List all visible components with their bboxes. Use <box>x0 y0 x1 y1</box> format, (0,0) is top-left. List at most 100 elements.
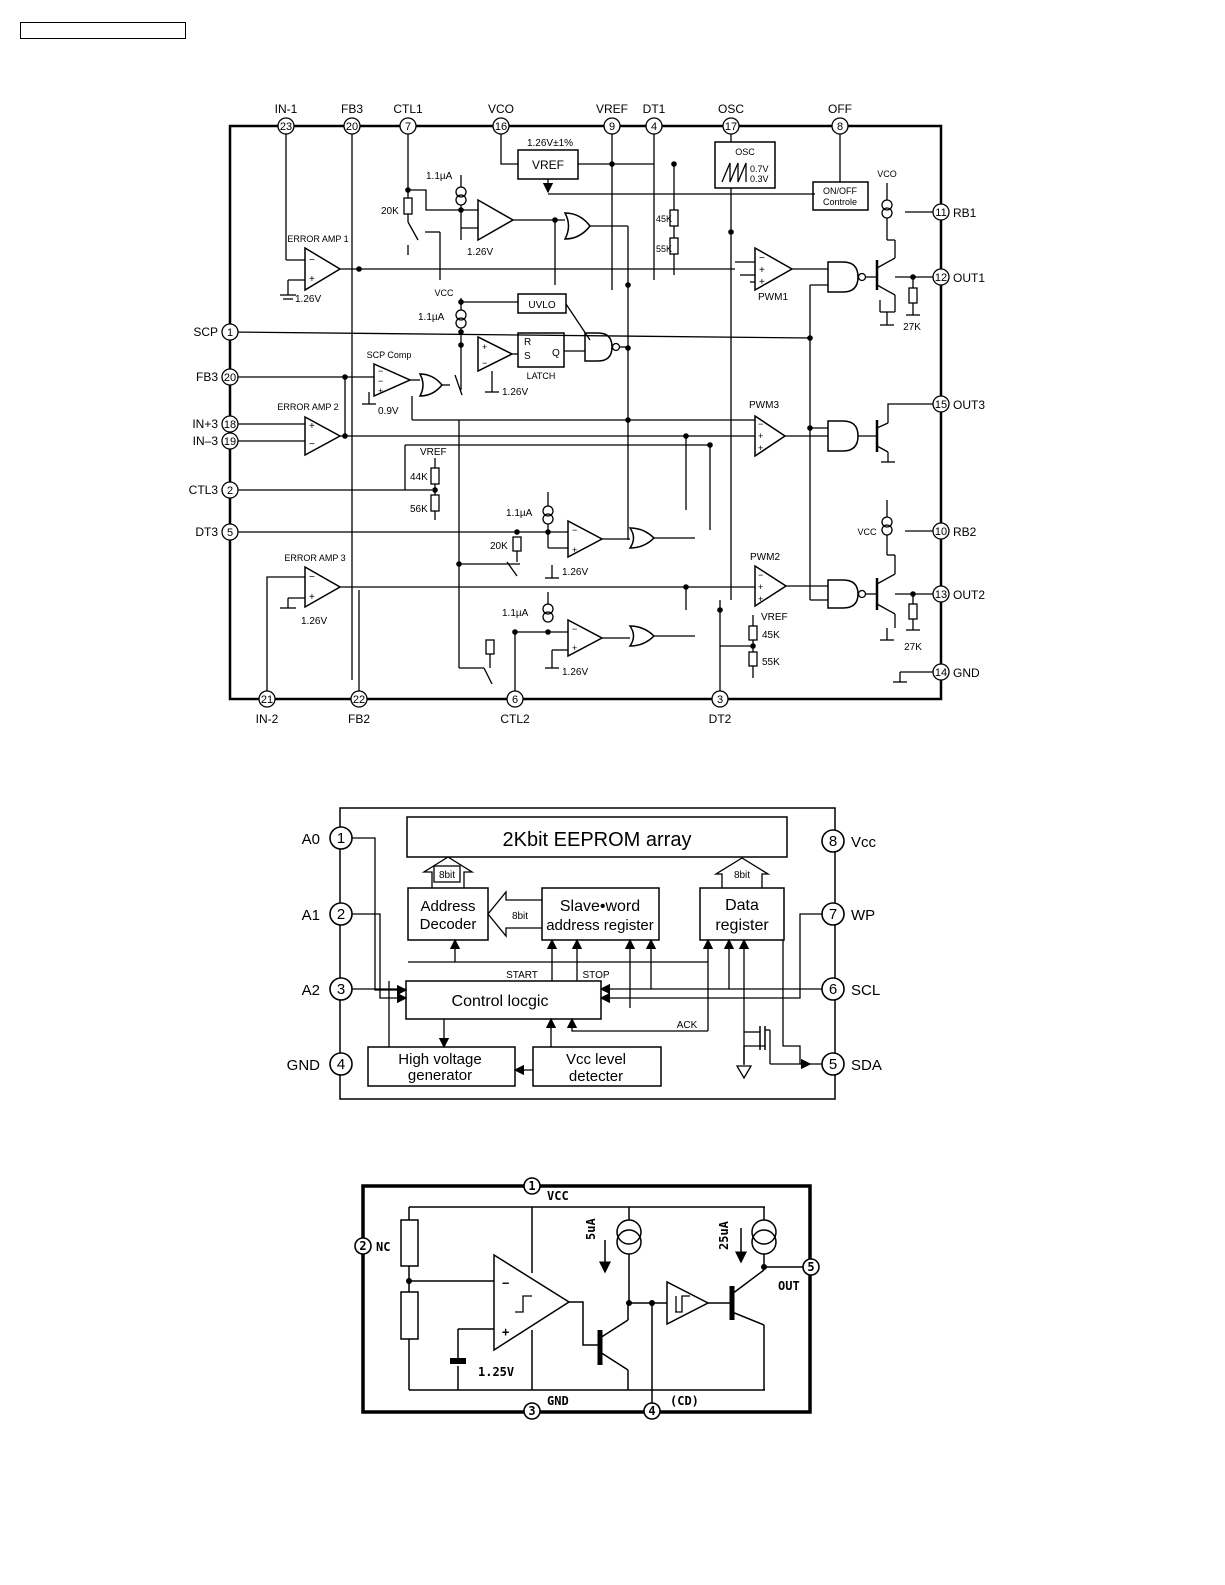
svg-text:3: 3 <box>717 694 723 706</box>
svg-text:OUT3: OUT3 <box>953 398 985 412</box>
and-gate-3 <box>827 420 859 452</box>
svg-text:VCC: VCC <box>857 527 877 537</box>
svg-text:Vcc: Vcc <box>851 834 877 851</box>
error-amp-3 <box>304 565 342 609</box>
svg-text:GND: GND <box>953 666 980 680</box>
svg-text:20: 20 <box>346 121 358 133</box>
svg-text:44K: 44K <box>410 472 428 483</box>
uvlo-block <box>517 293 567 314</box>
svg-text:−: − <box>378 366 383 376</box>
svg-text:CTL1: CTL1 <box>393 102 423 116</box>
svg-text:18: 18 <box>224 419 236 431</box>
svg-text:20: 20 <box>224 372 236 384</box>
svg-text:1.1µA: 1.1µA <box>426 171 453 182</box>
svg-text:FB2: FB2 <box>348 712 370 726</box>
svg-text:A0: A0 <box>302 831 320 848</box>
svg-text:RB2: RB2 <box>953 525 977 539</box>
pin-rb2: 10 RB2 <box>905 522 977 540</box>
svg-text:detecter: detecter <box>569 1068 623 1085</box>
svg-text:OUT2: OUT2 <box>953 588 985 602</box>
svg-text:IN+3: IN+3 <box>192 417 218 431</box>
svg-text:4: 4 <box>337 1056 345 1073</box>
scp-comp <box>373 362 412 398</box>
svg-text:+: + <box>309 421 315 432</box>
svg-text:−: − <box>572 624 577 634</box>
svg-text:DT3: DT3 <box>195 525 218 539</box>
eeprom-pin-vcc: 8 Vcc <box>821 829 877 853</box>
svg-text:OUT: OUT <box>778 1279 800 1293</box>
svg-text:DT1: DT1 <box>643 102 666 116</box>
or-gate-ctl2 <box>628 625 656 647</box>
svg-text:1.26V: 1.26V <box>562 667 588 678</box>
svg-text:8bit: 8bit <box>439 870 455 881</box>
svg-text:STOP: STOP <box>582 970 609 981</box>
svg-text:3: 3 <box>528 1404 535 1418</box>
svg-text:0.3V: 0.3V <box>750 174 769 184</box>
svg-text:3: 3 <box>337 981 345 998</box>
eeprom-pin-a0: 1A0 <box>302 826 353 850</box>
svg-text:5: 5 <box>227 527 233 539</box>
svg-text:27K: 27K <box>904 642 922 653</box>
svg-text:Slave•word: Slave•word <box>560 898 640 915</box>
svg-text:VCO: VCO <box>877 169 897 179</box>
svg-text:START: START <box>506 970 538 981</box>
svg-text:2: 2 <box>227 485 233 497</box>
ctl2-comparator <box>567 618 604 658</box>
svg-text:S: S <box>524 351 531 362</box>
svg-text:VCO: VCO <box>488 102 514 116</box>
svg-text:1.1µA: 1.1µA <box>506 508 533 519</box>
svg-text:1.26V: 1.26V <box>467 247 493 258</box>
svg-text:SCL: SCL <box>851 982 880 999</box>
svg-text:+: + <box>378 386 383 396</box>
svg-text:12: 12 <box>935 272 947 284</box>
svg-text:NC: NC <box>376 1240 390 1254</box>
svg-text:PWM2: PWM2 <box>750 552 780 563</box>
svg-text:Controle: Controle <box>823 197 857 207</box>
vref-tolerance: 1.26V±1% <box>527 138 573 149</box>
svg-text:10: 10 <box>935 526 947 538</box>
slave-word-register-block <box>541 887 660 941</box>
ctl1-comparator <box>477 198 515 242</box>
nand-gate-2 <box>827 579 859 609</box>
svg-text:OFF: OFF <box>828 102 852 116</box>
svg-text:OSC: OSC <box>735 147 755 157</box>
svg-text:OUT1: OUT1 <box>953 271 985 285</box>
svg-text:9: 9 <box>609 121 615 133</box>
svg-text:45K: 45K <box>656 214 672 224</box>
svg-text:−: − <box>482 358 487 368</box>
svg-text:21: 21 <box>261 694 273 706</box>
svg-text:VREF: VREF <box>761 612 788 623</box>
svg-text:SDA: SDA <box>851 1057 882 1074</box>
or-gate-dt3 <box>628 527 656 549</box>
svg-text:1.26V: 1.26V <box>502 387 528 398</box>
pwm3-comparator <box>754 414 787 458</box>
svg-text:27K: 27K <box>903 322 921 333</box>
svg-text:VCC: VCC <box>547 1189 569 1203</box>
svg-text:2Kbit EEPROM array: 2Kbit EEPROM array <box>503 829 692 851</box>
svg-text:1.26V: 1.26V <box>301 616 327 627</box>
svg-text:8: 8 <box>829 833 837 850</box>
left-arrow-8bit <box>487 890 542 938</box>
hysteresis-icon <box>515 1295 532 1313</box>
svg-text:1: 1 <box>528 1179 535 1193</box>
svg-text:+: + <box>759 277 765 288</box>
svg-text:FB3: FB3 <box>341 102 363 116</box>
svg-text:SCP Comp: SCP Comp <box>367 350 412 360</box>
svg-text:DT2: DT2 <box>709 712 732 726</box>
svg-text:+: + <box>758 582 763 592</box>
svg-text:56K: 56K <box>410 504 428 515</box>
eeprom-pin-a2: 3A2 <box>302 977 353 1001</box>
svg-text:−: − <box>309 572 315 583</box>
header-box <box>20 22 186 39</box>
